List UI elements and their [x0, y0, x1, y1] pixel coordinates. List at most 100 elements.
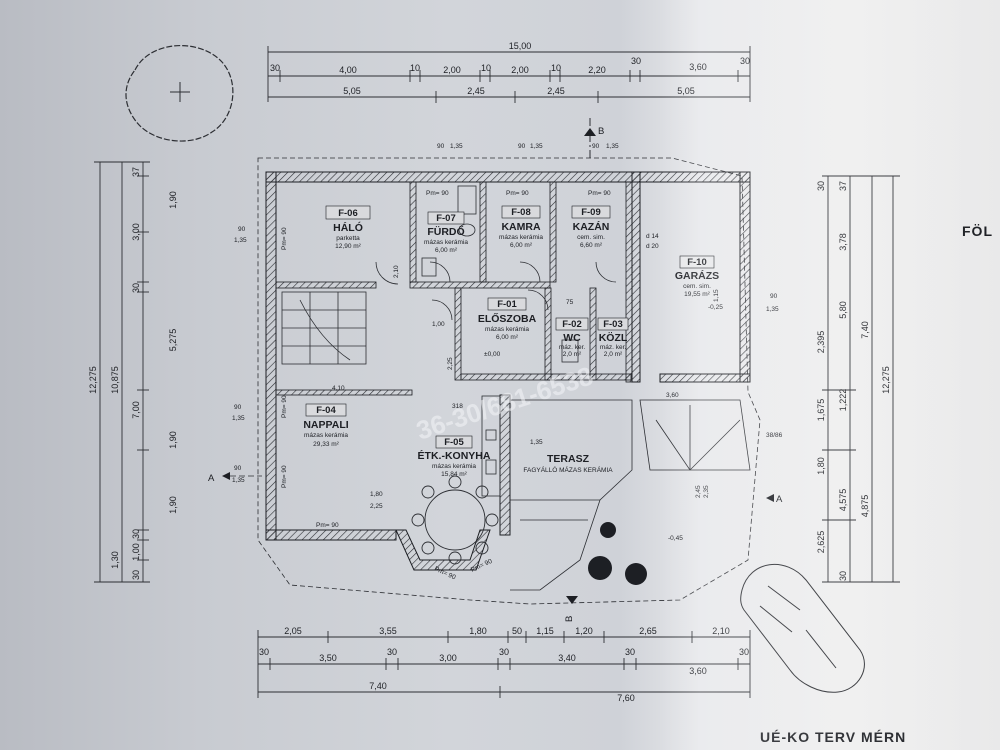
dim-text: 3,50: [319, 653, 337, 663]
dim-text: 30: [270, 63, 280, 73]
room-code: F-03: [603, 319, 623, 330]
dim-text: 1,35: [530, 143, 543, 150]
room-area: 2,0 m²: [604, 351, 623, 358]
interior-dims: 2,10 1,00 2,25 4,10 75 1,80 2,25 1,35 3,…: [332, 265, 720, 510]
dim-text: 2,65: [639, 626, 657, 636]
room-area: 6,60 m²: [580, 242, 603, 249]
room-nappali: F-04 NAPPALI mázas kerámia 29,33 m²: [303, 403, 349, 448]
dim-text: 3,40: [558, 653, 576, 663]
dim-text: 7,00: [131, 401, 141, 419]
room-code: F-08: [511, 207, 531, 218]
dim-text: 10: [551, 63, 561, 73]
bathroom-fixtures: [421, 185, 579, 363]
dim-text: 3,00: [439, 653, 457, 663]
section-label: B: [598, 126, 604, 137]
room-floor: cem. sim.: [577, 234, 605, 241]
dim-text: 30: [740, 56, 750, 66]
step-mark: 318: [452, 403, 463, 410]
dim-left-outer: 12,275: [88, 366, 98, 394]
bottom-dims-row1: 2,05 3,55 1,80 50 1,15 1,20 2,65 2,10: [284, 626, 730, 636]
room-labels: F-06 HÁLÓ parketta 12,90 m² F-07 FÜRDŐ m…: [303, 205, 719, 478]
dim-text: 2,25: [447, 357, 454, 370]
dim-text: 2,45: [695, 485, 702, 498]
room-kazan: F-09 KAZÁN cem. sim. 6,60 m²: [571, 205, 611, 249]
dim-text: 5,275: [168, 329, 178, 352]
dim-text: 1,80: [469, 626, 487, 636]
room-name: KAMRA: [501, 221, 540, 233]
dim-total-width: 15,00: [509, 41, 532, 51]
room-floor: mázas kerámia: [424, 239, 468, 246]
section-mark-a-left: A: [208, 472, 262, 484]
dim-text: 30: [131, 570, 141, 580]
svg-text:1,35: 1,35: [232, 415, 245, 422]
room-code: F-06: [338, 208, 358, 219]
dim-text: 1,80: [370, 491, 383, 498]
dim-text: 50: [512, 626, 522, 636]
section-label: A: [208, 473, 215, 484]
terrace-outline: [510, 399, 633, 591]
opening-label: Pm= 90: [316, 522, 339, 529]
dim-text: 1,20: [575, 626, 593, 636]
door-swings: [375, 261, 617, 321]
dim-text: 4,10: [332, 385, 345, 392]
dim-text: 1,90: [168, 191, 178, 209]
dim-text: 2,20: [588, 65, 606, 75]
section-mark-a-right: A: [766, 494, 783, 505]
room-garazs: F-10 GARÁZS cem. sim. 19,55 m²: [675, 255, 719, 298]
dim-text: 4,00: [339, 65, 357, 75]
dim-text: 37: [131, 167, 141, 177]
room-kozl: F-03 KÖZL máz. ker. 2,0 m²: [597, 317, 629, 358]
dim-text: 10: [410, 63, 420, 73]
car-symbol: [740, 564, 865, 693]
top-dims-row2: 5,05 2,45 2,45 5,05: [343, 86, 695, 96]
left-dims-inner: 37 1,90 3,00 30 5,275 7,00 1,90 1,90 30 …: [110, 167, 178, 580]
svg-text:90: 90: [234, 404, 242, 411]
room-furdo: F-07 FÜRDŐ mázas kerámia 6,00 m²: [424, 211, 468, 254]
room-area: 12,90 m²: [335, 243, 361, 250]
section-label: A: [776, 494, 783, 505]
right-dims-third: 3,78 5,80 1,222 4,575 4,875: [838, 233, 870, 517]
room-area: 29,33 m²: [313, 441, 339, 448]
dim-text: 2,05: [284, 626, 302, 636]
dim-text: 30: [631, 56, 641, 66]
dim-text: 1,90: [168, 496, 178, 514]
room-code: F-02: [562, 319, 582, 330]
dim-text: 2,45: [547, 86, 565, 96]
room-area: 19,55 m²: [684, 291, 710, 298]
dim-text: 1,15: [713, 289, 720, 302]
tree-symbol: [125, 44, 234, 142]
room-code: F-05: [444, 437, 464, 448]
left-opening-dims: 90 1,35 90 1,35 90 1,35 90 1,35: [232, 226, 779, 484]
garage-ramp: [639, 399, 751, 471]
room-name: ELŐSZOBA: [478, 312, 537, 325]
room-halo: F-06 HÁLÓ parketta 12,90 m²: [325, 205, 371, 250]
level-minus-025: -0,25: [708, 304, 723, 311]
room-name: FÜRDŐ: [427, 225, 464, 238]
dim-text: 3,78: [838, 233, 848, 251]
dim-text: 1,90: [168, 431, 178, 449]
dim-text: 75: [566, 299, 574, 306]
dim-text: 30: [739, 647, 749, 657]
level-zero: ±0,00: [484, 351, 501, 358]
svg-text:1,35: 1,35: [234, 237, 247, 244]
terrace-name: TERASZ: [547, 453, 590, 465]
room-eloszoba: F-01 ELŐSZOBA mázas kerámia 6,00 m²: [478, 297, 537, 341]
svg-text:1,35: 1,35: [766, 306, 779, 313]
wall-d20: d 20: [646, 243, 659, 250]
dim-right-outer: 12,275: [881, 366, 891, 394]
room-name: KÖZL: [599, 331, 628, 344]
right-dims-fourth: 30 37 2,395 1,675 1,80 2,625 30: [816, 181, 848, 581]
dim-text: 7,40: [369, 681, 387, 691]
room-floor: cem. sim.: [683, 283, 711, 290]
dim-text: 1,675: [816, 399, 826, 422]
opening-label: Pm= 90: [281, 395, 288, 418]
terrace-label: TERASZ FAGYÁLLÓ MÁZAS KERÁMIA: [523, 453, 613, 474]
dim-text: 1,00: [432, 321, 445, 328]
dim-text: 5,05: [343, 86, 361, 96]
dim-text: 2,625: [816, 531, 826, 554]
top-dims-row1: 30 4,00 10 2,00 10 2,00 10 2,20 30 3,60 …: [270, 56, 750, 75]
dim-text: 4,875: [860, 495, 870, 518]
dim-text: 1,80: [816, 457, 826, 475]
